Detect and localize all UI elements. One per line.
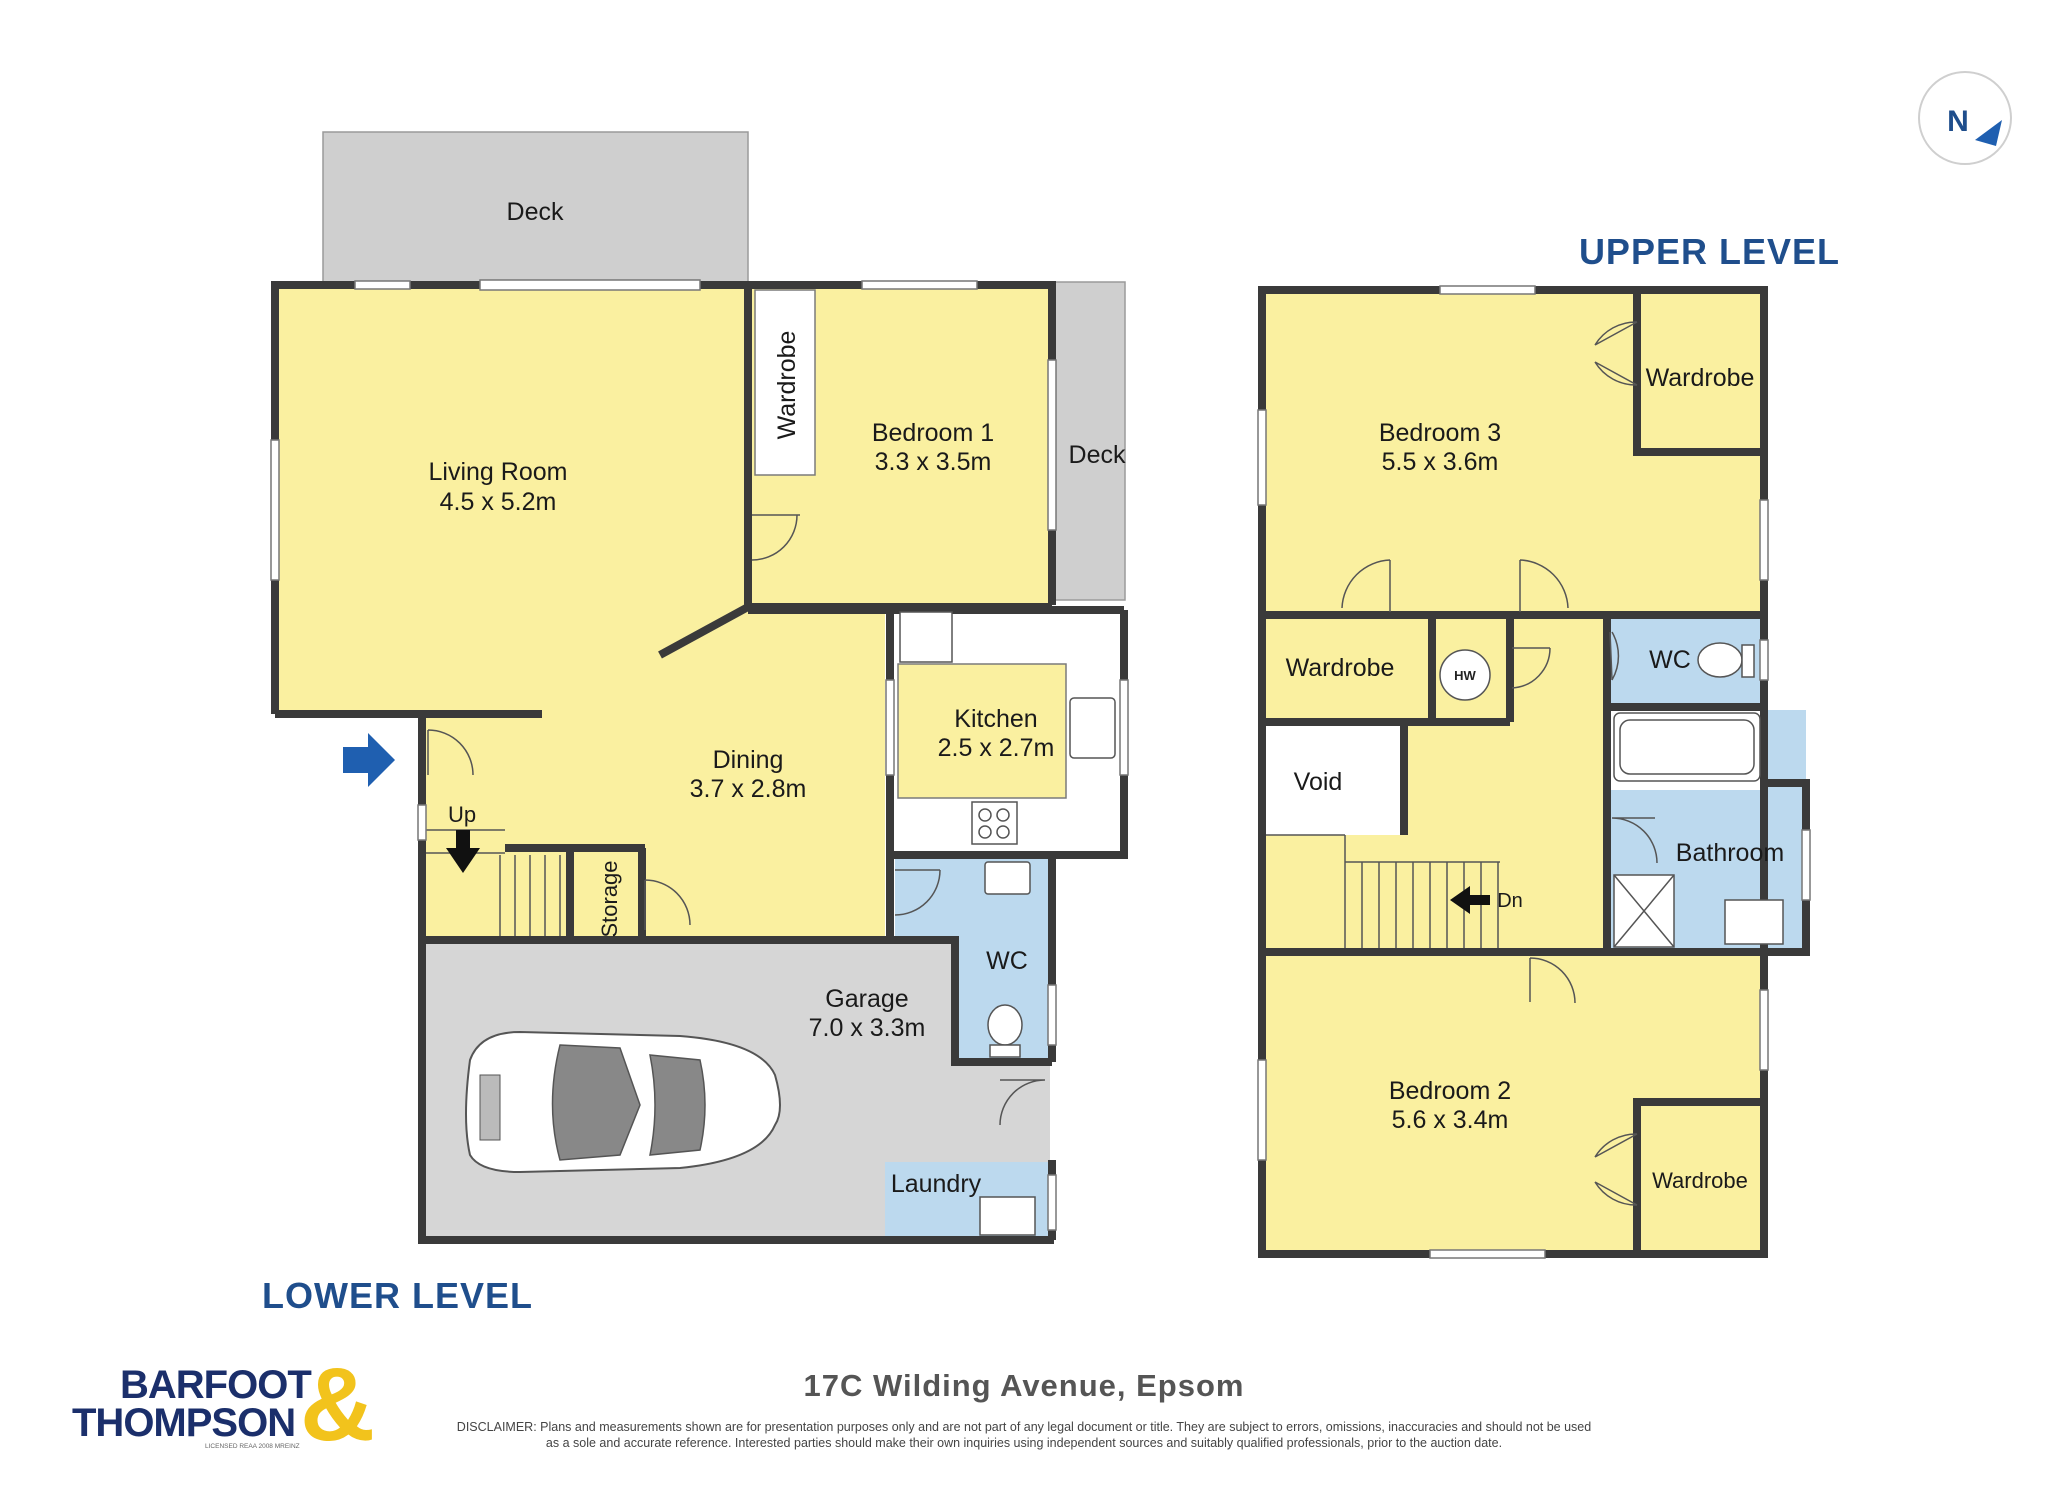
stair-up-arrow-icon bbox=[446, 830, 480, 873]
deck-right-area bbox=[1051, 281, 1126, 601]
wardrobe-mid-floor bbox=[1262, 617, 1430, 722]
logo-license: LICENSED REAA 2008 MREINZ bbox=[205, 1443, 300, 1450]
lower-doors bbox=[427, 514, 1046, 1126]
bedroom-1-dimensions: 3.3 x 3.5m bbox=[875, 448, 992, 476]
bedroom-3-dimensions: 5.5 x 3.6m bbox=[1382, 448, 1499, 476]
logo-line-1: BARFOOT bbox=[120, 1363, 311, 1407]
deck-right-label: Deck bbox=[1069, 441, 1126, 469]
storage-floor bbox=[570, 852, 640, 940]
dining-dimensions: 3.7 x 2.8m bbox=[690, 775, 807, 803]
wardrobe-b3-floor bbox=[1637, 292, 1764, 452]
stairs-down-label: Dn bbox=[1497, 890, 1523, 912]
stairs-upper-floor bbox=[1262, 835, 1607, 952]
lower-level-plan: Deck Deck Living Room 4.5 x 5.2m Bedroom… bbox=[262, 131, 1129, 1316]
hw-label: HW bbox=[1454, 668, 1476, 683]
wardrobe-lower-label: Wardrobe bbox=[773, 331, 801, 440]
upper-doors bbox=[1341, 321, 1658, 1206]
car-icon bbox=[465, 1030, 781, 1174]
living-room-name: Living Room bbox=[429, 458, 568, 486]
stairs-upper bbox=[1262, 834, 1500, 952]
hot-water-cylinder-icon bbox=[1439, 649, 1491, 701]
bedroom-3-name: Bedroom 3 bbox=[1379, 419, 1501, 447]
wardrobe-b3-label: Wardrobe bbox=[1646, 364, 1755, 392]
compass-needle-icon bbox=[1975, 120, 2002, 146]
kitchen-dimensions: 2.5 x 2.7m bbox=[938, 734, 1055, 762]
storage-label: Storage bbox=[597, 860, 622, 937]
kitchen-name: Kitchen bbox=[954, 705, 1037, 733]
laundry-label: Laundry bbox=[891, 1170, 982, 1198]
wc-lower-label: WC bbox=[986, 947, 1028, 975]
garage-name: Garage bbox=[825, 985, 908, 1013]
kitchen-floor bbox=[897, 663, 1067, 799]
disclaimer-line-1: DISCLAIMER: Plans and measurements shown… bbox=[457, 1420, 1591, 1434]
lower-fixtures bbox=[899, 611, 1116, 1236]
upper-level-plan: Bedroom 3 5.5 x 3.6m Wardrobe Wardrobe H… bbox=[1257, 231, 1840, 1259]
compass-north-label: N bbox=[1947, 105, 1969, 138]
deck-top-label: Deck bbox=[507, 198, 564, 226]
bedroom-1-name: Bedroom 1 bbox=[872, 419, 994, 447]
upper-windows bbox=[1257, 285, 1811, 1259]
wardrobe-b2-label: Wardrobe bbox=[1652, 1168, 1748, 1193]
property-address: 17C Wilding Avenue, Epsom bbox=[804, 1368, 1245, 1403]
wc-upper-label: WC bbox=[1649, 646, 1691, 674]
lower-windows bbox=[270, 279, 1129, 1231]
stairs-up-label: Up bbox=[448, 802, 476, 827]
lower-level-title: LOWER LEVEL bbox=[262, 1275, 533, 1316]
bedroom-2-dimensions: 5.6 x 3.4m bbox=[1392, 1106, 1509, 1134]
wardrobe-lower-floor bbox=[754, 289, 816, 476]
north-compass: N bbox=[1918, 71, 2012, 165]
logo-ampersand: & bbox=[300, 1347, 375, 1463]
brand-logo: & BARFOOT THOMPSON LICENSED REAA 2008 MR… bbox=[72, 1347, 375, 1463]
disclaimer-line-2: as a sole and accurate reference. Intere… bbox=[546, 1436, 1502, 1450]
wardrobe-mid-label: Wardrobe bbox=[1286, 654, 1395, 682]
dining-name: Dining bbox=[713, 746, 784, 774]
logo-line-2: THOMPSON bbox=[72, 1401, 295, 1445]
bathroom-label: Bathroom bbox=[1676, 839, 1784, 867]
garage-dimensions: 7.0 x 3.3m bbox=[809, 1014, 926, 1042]
upper-fixtures bbox=[1439, 642, 1784, 948]
living-dining-floor bbox=[275, 285, 885, 940]
bedroom-2-name: Bedroom 2 bbox=[1389, 1077, 1511, 1105]
void-floor bbox=[1262, 722, 1402, 835]
stair-down-arrow-icon bbox=[1450, 886, 1490, 914]
deck-top-area bbox=[322, 131, 749, 285]
upper-level-title: UPPER LEVEL bbox=[1579, 231, 1840, 272]
entry-arrow-icon bbox=[343, 733, 395, 787]
void-label: Void bbox=[1294, 768, 1343, 796]
living-room-dimensions: 4.5 x 5.2m bbox=[440, 488, 557, 516]
